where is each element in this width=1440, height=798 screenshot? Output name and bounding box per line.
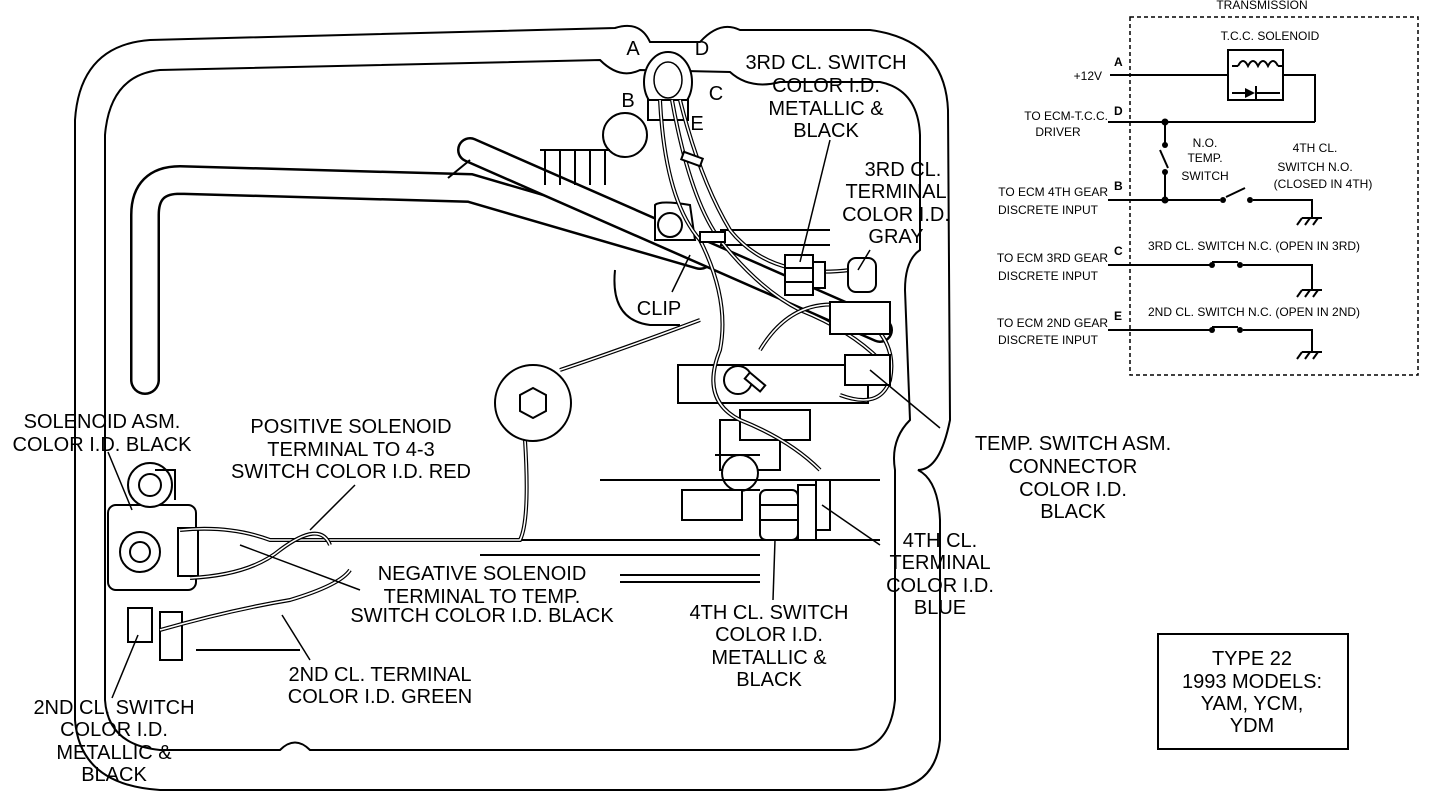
conn-letter-d: D: [695, 38, 709, 60]
callout-fourth-switch: 4TH CL. SWITCH COLOR I.D. METALLIC & BLA…: [690, 602, 849, 691]
model-box: TYPE 22 1993 MODELS: YAM, YCM, YDM: [1157, 633, 1349, 750]
conn-letter-c: C: [709, 83, 723, 105]
svg-text:1993 MODELS:: 1993 MODELS:: [1182, 671, 1322, 693]
svg-text:BLUE: BLUE: [914, 597, 966, 619]
pin-d: D: [1114, 104, 1123, 118]
svg-text:BLACK: BLACK: [81, 764, 147, 786]
svg-text:COLOR I.D. GREEN: COLOR I.D. GREEN: [288, 686, 472, 708]
svg-text:SWITCH: SWITCH: [1181, 169, 1228, 183]
schematic-boundary: [1129, 16, 1419, 376]
svg-text:DISCRETE INPUT: DISCRETE INPUT: [998, 333, 1099, 347]
svg-text:TO ECM 3RD GEAR: TO ECM 3RD GEAR: [997, 251, 1108, 265]
tcc-solenoid-symbol: [1227, 49, 1284, 101]
svg-text:TEMP. SWITCH ASM.: TEMP. SWITCH ASM.: [975, 433, 1171, 455]
conn-letter-b: B: [621, 90, 634, 112]
fourth-clutch-switch: [759, 479, 831, 541]
conn-letter-a: A: [626, 38, 640, 60]
svg-text:COLOR I.D.: COLOR I.D.: [715, 624, 823, 646]
label-12v: +12V: [1074, 69, 1102, 83]
svg-text:4TH CL.: 4TH CL.: [903, 530, 977, 552]
callout-solenoid-asm: SOLENOID ASM. COLOR I.D. BLACK: [13, 411, 193, 456]
svg-text:TYPE 22: TYPE 22: [1212, 648, 1292, 670]
svg-text:METALLIC &: METALLIC &: [56, 742, 172, 764]
schematic-title: TRANSMISSION: [1216, 0, 1307, 12]
svg-text:COLOR I.D.: COLOR I.D.: [842, 204, 950, 226]
svg-text:POSITIVE SOLENOID: POSITIVE SOLENOID: [250, 416, 451, 438]
tcc-solenoid-label: T.C.C. SOLENOID: [1221, 29, 1320, 43]
svg-text:TEMP.: TEMP.: [1187, 151, 1222, 165]
callout-clip: CLIP: [637, 298, 681, 320]
svg-text:2ND CL. SWITCH: 2ND CL. SWITCH: [33, 697, 194, 719]
pin-e: E: [1114, 309, 1122, 323]
svg-text:COLOR I.D.: COLOR I.D.: [772, 75, 880, 97]
svg-text:2ND CL. TERMINAL: 2ND CL. TERMINAL: [288, 664, 471, 686]
solenoid-assembly: [107, 462, 199, 661]
pin-c: C: [1114, 244, 1123, 258]
callout-temp-switch-asm: TEMP. SWITCH ASM. CONNECTOR COLOR I.D. B…: [975, 433, 1171, 523]
svg-text:TO ECM-T.C.C.: TO ECM-T.C.C.: [1024, 109, 1108, 123]
svg-text:DISCRETE INPUT: DISCRETE INPUT: [998, 269, 1099, 283]
svg-text:TERMINAL: TERMINAL: [845, 181, 946, 203]
oil-tube: [130, 137, 893, 395]
svg-text:3RD CL. SWITCH: 3RD CL. SWITCH: [745, 52, 906, 74]
svg-text:SOLENOID ASM.: SOLENOID ASM.: [24, 411, 181, 433]
callout-positive-solenoid: POSITIVE SOLENOID TERMINAL TO 4-3 SWITCH…: [231, 416, 471, 483]
svg-text:(CLOSED IN 4TH): (CLOSED IN 4TH): [1274, 177, 1373, 191]
svg-text:YAM, YCM,: YAM, YCM,: [1201, 693, 1304, 715]
svg-text:COLOR I.D.: COLOR I.D.: [1019, 479, 1127, 501]
svg-text:SWITCH COLOR I.D. BLACK: SWITCH COLOR I.D. BLACK: [350, 605, 614, 627]
third-clutch-switch: [784, 254, 891, 386]
svg-text:NEGATIVE SOLENOID: NEGATIVE SOLENOID: [378, 563, 587, 585]
svg-text:TERMINAL TO 4-3: TERMINAL TO 4-3: [267, 439, 434, 461]
svg-text:TERMINAL TO TEMP.: TERMINAL TO TEMP.: [384, 586, 581, 608]
svg-text:TO ECM 2ND GEAR: TO ECM 2ND GEAR: [997, 316, 1108, 330]
svg-text:TO ECM 4TH GEAR: TO ECM 4TH GEAR: [998, 185, 1108, 199]
svg-text:3RD CL.: 3RD CL.: [865, 159, 942, 181]
hex-bolt: [494, 364, 572, 442]
solenoid-wires: [159, 526, 352, 632]
pin-b: B: [1114, 179, 1123, 193]
svg-text:TERMINAL: TERMINAL: [889, 552, 990, 574]
svg-text:BLACK: BLACK: [793, 120, 859, 142]
svg-text:BLACK: BLACK: [736, 669, 802, 691]
svg-text:DISCRETE INPUT: DISCRETE INPUT: [998, 203, 1099, 217]
svg-text:N.O.: N.O.: [1193, 136, 1218, 150]
svg-text:CONNECTOR: CONNECTOR: [1009, 456, 1138, 478]
svg-text:SWITCH N.O.: SWITCH N.O.: [1277, 160, 1352, 174]
svg-text:METALLIC &: METALLIC &: [711, 647, 827, 669]
svg-text:COLOR I.D.: COLOR I.D.: [886, 575, 994, 597]
svg-text:3RD CL. SWITCH N.C. (OPEN IN 3: 3RD CL. SWITCH N.C. (OPEN IN 3RD): [1148, 239, 1360, 253]
leader-lines: [107, 139, 941, 699]
svg-text:COLOR I.D. BLACK: COLOR I.D. BLACK: [13, 434, 193, 456]
callout-negative-solenoid: NEGATIVE SOLENOID TERMINAL TO TEMP. SWIT…: [350, 563, 614, 627]
callout-fourth-terminal: 4TH CL. TERMINAL COLOR I.D. BLUE: [886, 530, 994, 619]
svg-text:4TH CL. SWITCH: 4TH CL. SWITCH: [690, 602, 849, 624]
svg-text:DRIVER: DRIVER: [1035, 125, 1081, 139]
svg-text:SWITCH COLOR I.D. RED: SWITCH COLOR I.D. RED: [231, 461, 471, 483]
svg-text:YDM: YDM: [1230, 715, 1274, 737]
pin-a: A: [1114, 55, 1123, 69]
svg-text:4TH CL.: 4TH CL.: [1293, 141, 1338, 155]
conn-letter-e: E: [690, 113, 703, 135]
connector-top: A D B C E: [621, 38, 723, 135]
schematic: TRANSMISSION T.C.C. SOLENOID A D B C E: [997, 0, 1419, 376]
svg-text:COLOR I.D.: COLOR I.D.: [60, 719, 168, 741]
callout-second-terminal: 2ND CL. TERMINAL COLOR I.D. GREEN: [288, 664, 472, 708]
callout-second-switch: 2ND CL. SWITCH COLOR I.D. METALLIC & BLA…: [33, 697, 194, 786]
transmission-pan: [74, 24, 952, 791]
callout-third-terminal: 3RD CL. TERMINAL COLOR I.D. GRAY: [842, 159, 950, 248]
callout-third-switch: 3RD CL. SWITCH COLOR I.D. METALLIC & BLA…: [745, 52, 906, 142]
svg-text:GRAY: GRAY: [868, 226, 923, 248]
svg-text:METALLIC &: METALLIC &: [768, 98, 884, 120]
svg-text:2ND CL. SWITCH N.C. (OPEN IN 2: 2ND CL. SWITCH N.C. (OPEN IN 2ND): [1148, 305, 1360, 319]
svg-text:BLACK: BLACK: [1040, 501, 1106, 523]
